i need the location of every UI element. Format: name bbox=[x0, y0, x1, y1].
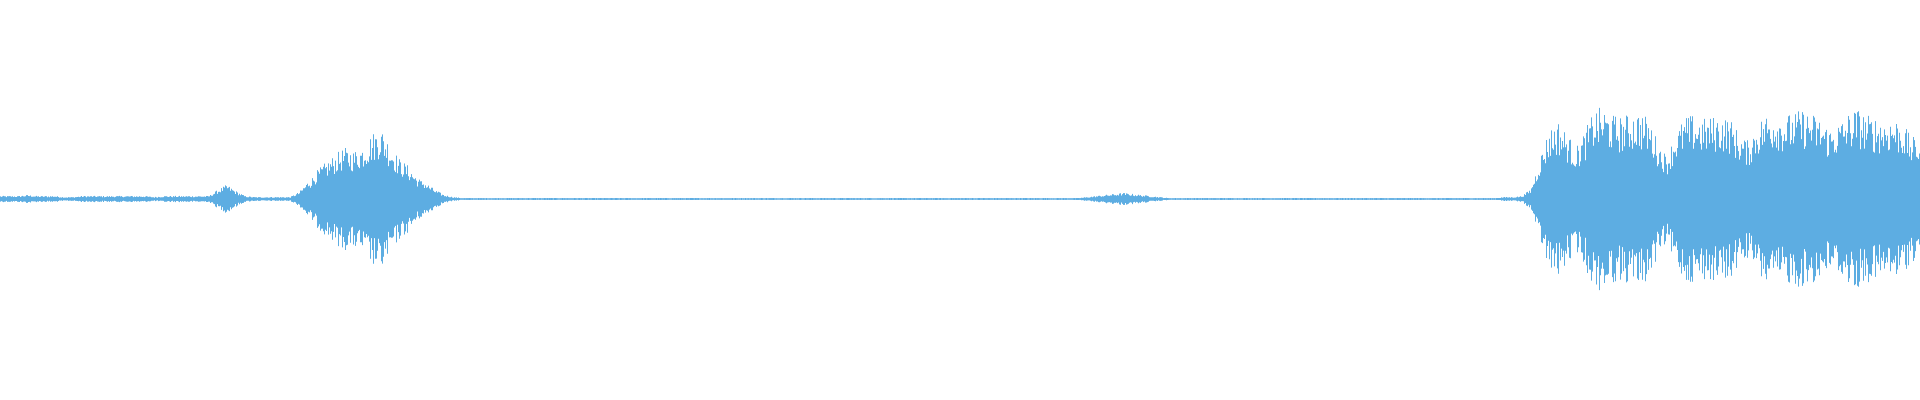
waveform-bars bbox=[0, 107, 1920, 291]
